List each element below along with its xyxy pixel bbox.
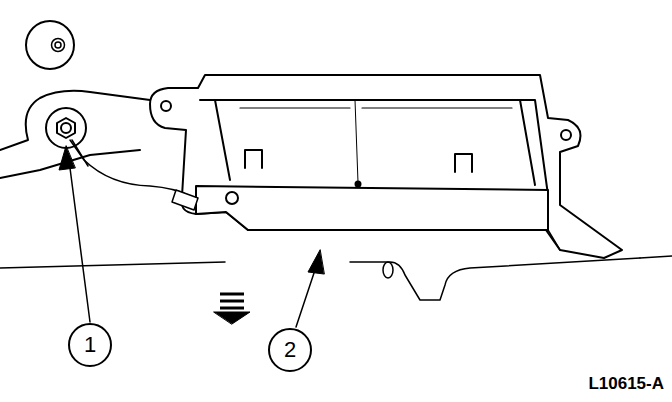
callout-number: 2 xyxy=(268,328,312,372)
callout-number: 1 xyxy=(68,323,112,367)
figure-id: L10615-A xyxy=(588,374,664,394)
